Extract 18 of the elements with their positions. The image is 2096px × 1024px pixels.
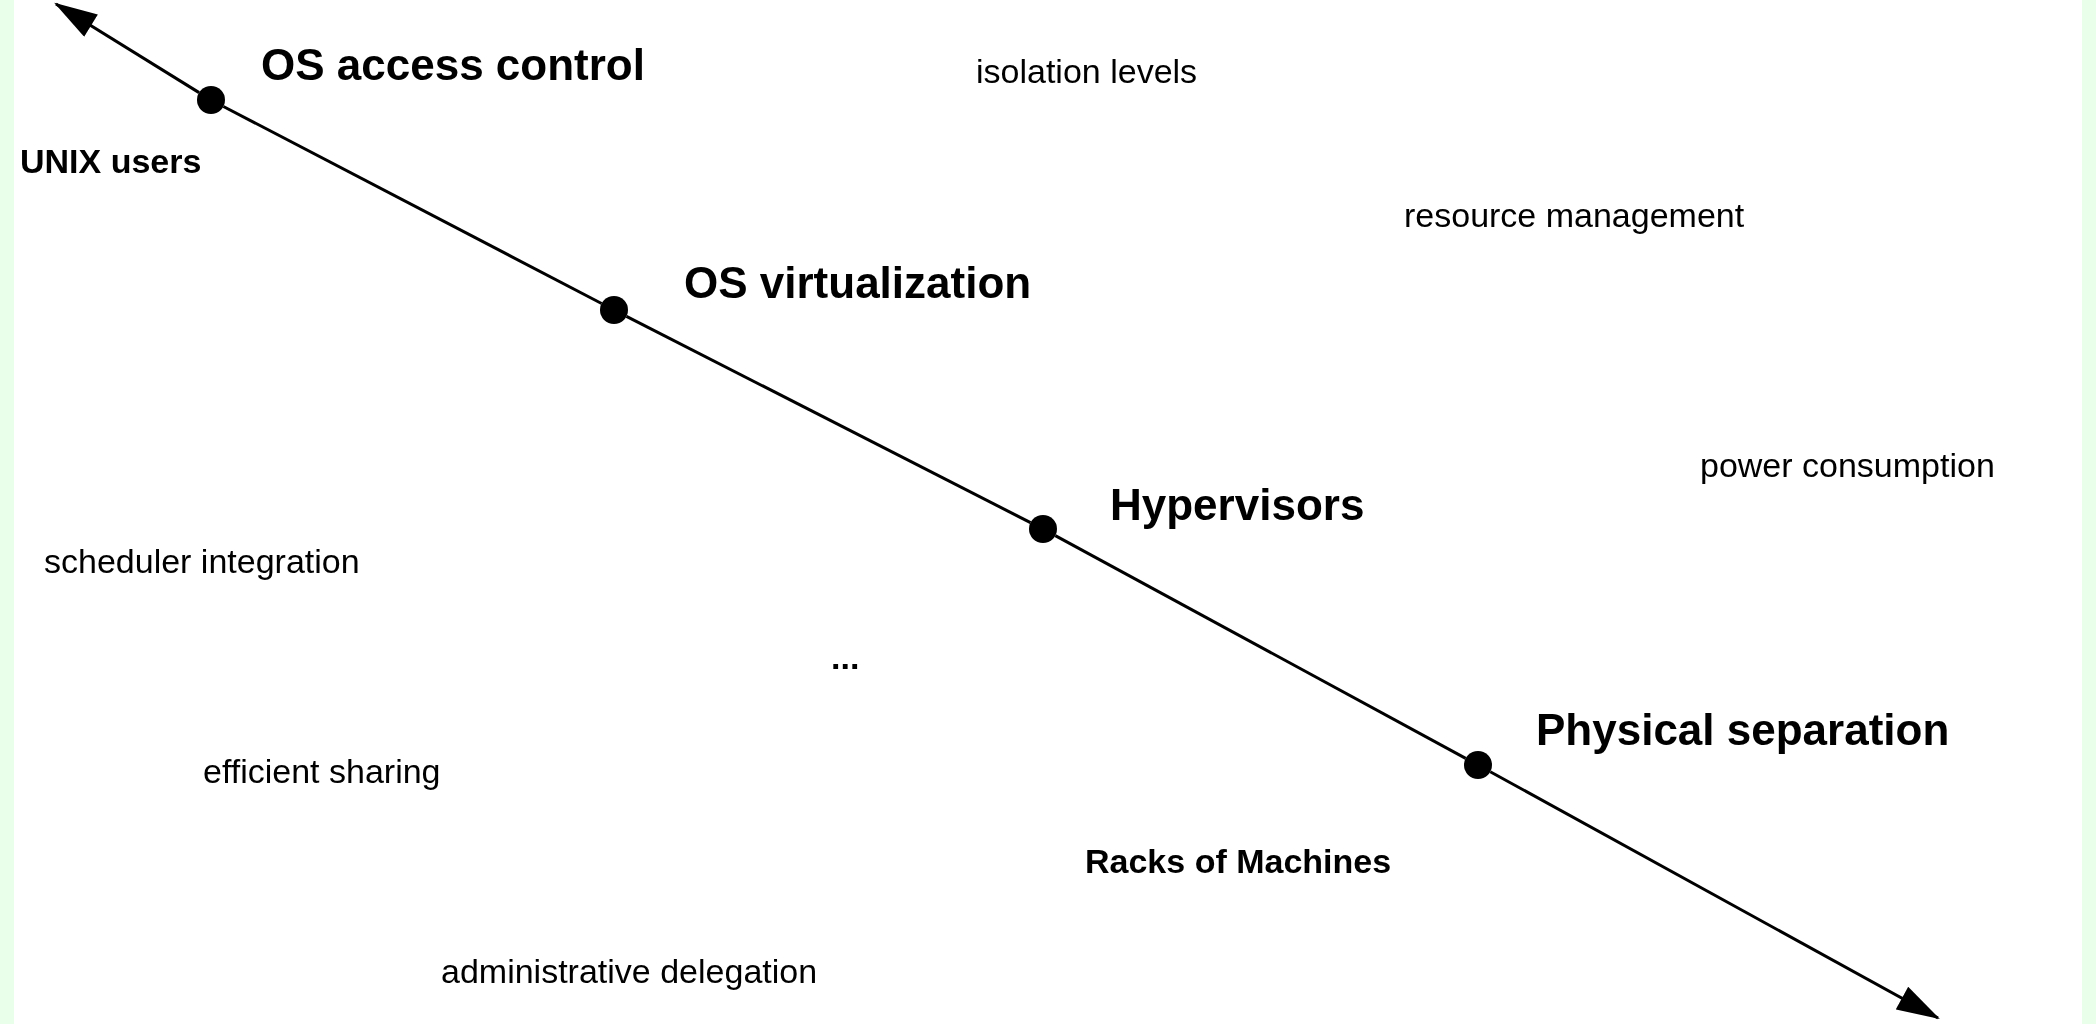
example-text: Racks of Machines [1085,842,1392,882]
property-label: power consumption [1700,446,1995,486]
property-label: isolation levels [976,52,1198,92]
stage-heading: OS virtualization [684,258,1032,309]
property-label: administrative delegation [441,952,818,992]
property-label: scheduler integration [44,542,360,582]
stage-heading: OS access control [261,40,645,91]
stage-heading: Hypervisors [1110,480,1365,531]
arrow [1489,770,1940,1020]
property-label: efficient sharing [203,752,441,792]
example-text: UNIX users [20,142,202,182]
arrow [54,2,200,94]
stage-heading: Physical separation [1536,705,1950,756]
example-text: ... [831,638,860,678]
line-segment [1054,534,1467,760]
line-segment [222,105,603,305]
line-segment [625,315,1032,524]
property-label: resource management [1404,196,1745,236]
